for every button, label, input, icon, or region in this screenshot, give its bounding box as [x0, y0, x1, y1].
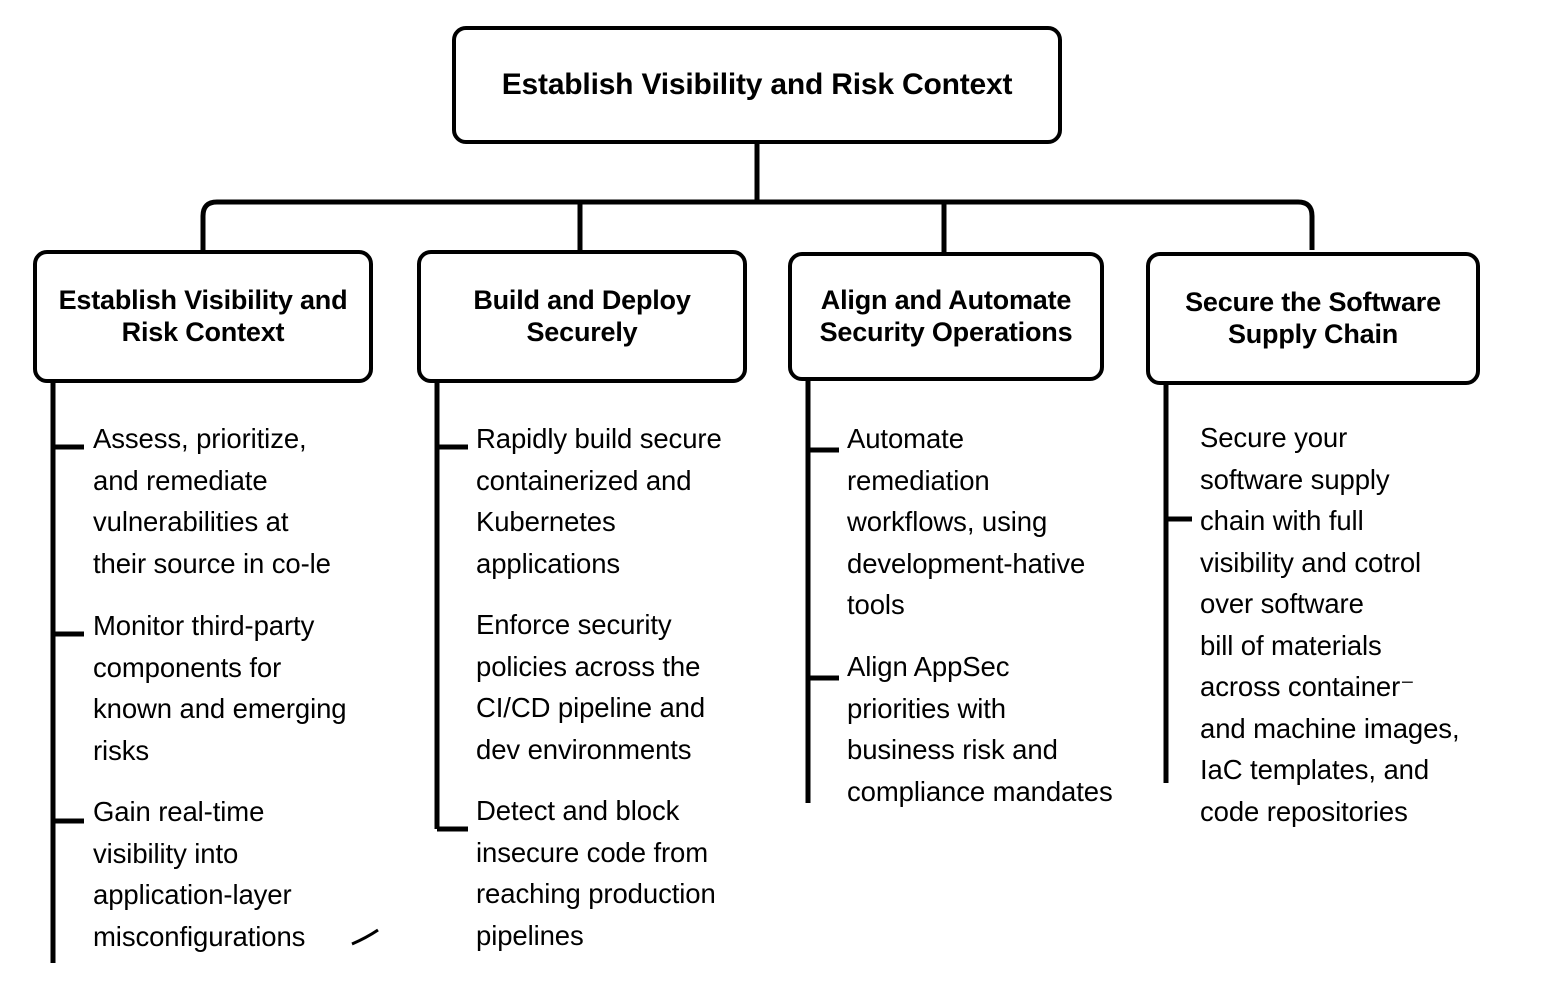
branch-node-establish-visibility-and-risk-context[interactable]: Establish Visibility and Risk Context: [33, 250, 373, 383]
leaf-item: Automate remediation workflows, using de…: [847, 423, 1086, 620]
branch-node-align-and-automate-security-operations[interactable]: Align and Automate Security Operations: [788, 252, 1104, 381]
branch-node-label: Secure the Software Supply Chain: [1185, 286, 1441, 349]
leaf-item: Secure your software supply chain with f…: [1200, 422, 1460, 827]
leaf-item: Rapidly build secure containerized and K…: [476, 423, 722, 579]
branch-node-secure-the-software-supply-chain[interactable]: Secure the Software Supply Chain: [1146, 252, 1480, 385]
branch-node-label: Establish Visibility and Risk Context: [58, 284, 348, 347]
branch-node-label: Build and Deploy Securely: [473, 284, 691, 347]
branch-node-label: Align and Automate Security Operations: [819, 284, 1073, 347]
leaf-item: Enforce security policies across the CI/…: [476, 609, 706, 765]
leaf-item: Align AppSec priorities with business ri…: [847, 651, 1113, 807]
leaf-item: Monitor third-party components for known…: [93, 610, 347, 766]
leaf-item: Detect and block insecure code from reac…: [476, 795, 716, 951]
root-node-label: Establish Visibility and Risk Context: [501, 68, 1013, 102]
distribution-bus: [200, 199, 1315, 250]
leaf-item: Gain real-time visibility into applicati…: [93, 796, 306, 952]
branch-node-build-and-deploy-securely[interactable]: Build and Deploy Securely: [417, 250, 747, 383]
root-node[interactable]: Establish Visibility and Risk Context: [452, 26, 1062, 144]
leaf-item: Assess, prioritize, and remediate vulner…: [93, 423, 331, 579]
